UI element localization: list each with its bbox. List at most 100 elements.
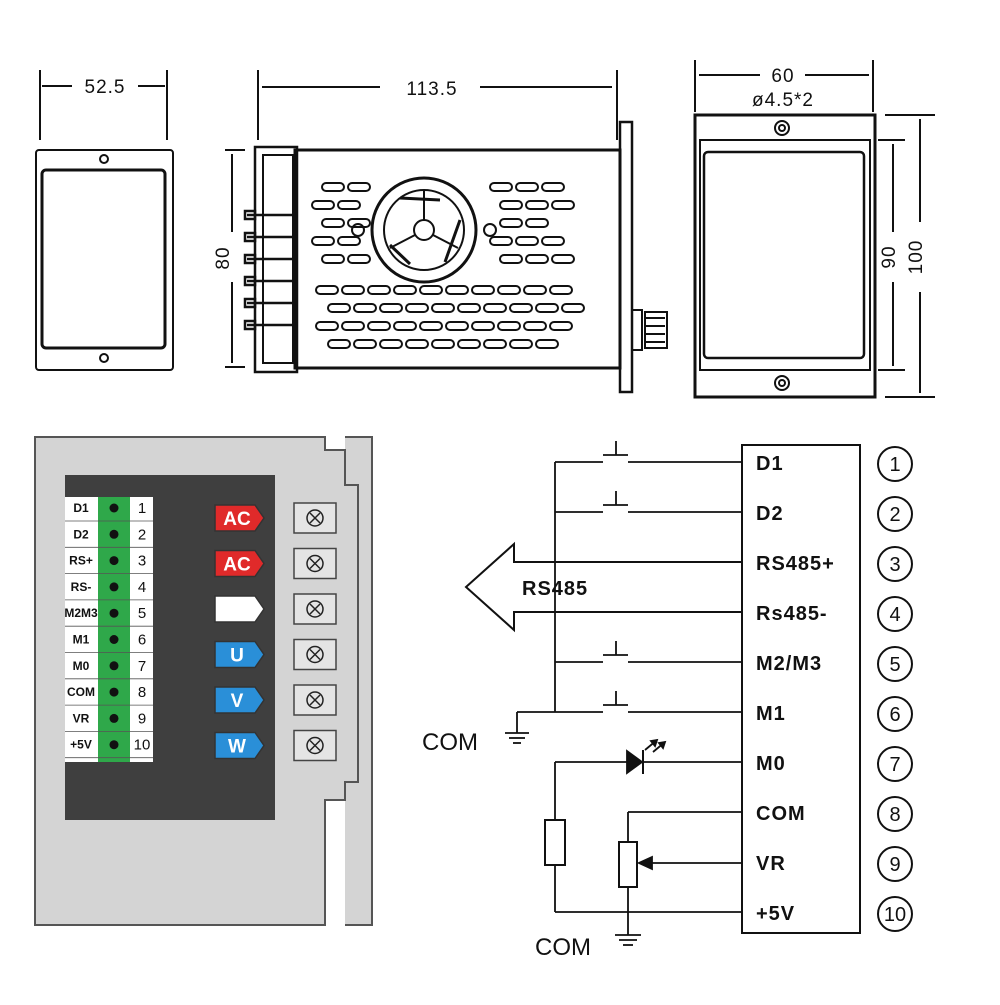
signal-number-circle [877,846,913,882]
vent-slot [525,200,549,210]
signal-label: M1 [756,703,786,725]
terminal-tag-label: U [230,646,244,667]
screw-icon [306,509,324,527]
vent-slot [327,303,351,313]
vent-slot [347,254,371,264]
vent-slot [457,303,481,313]
screw-box [293,502,337,534]
pin-number: 7 [138,658,146,675]
screw-icon [306,554,324,573]
vent-slot [523,321,547,331]
vent-slot [393,321,417,331]
terminal-tag [214,504,265,532]
vent-slot [541,236,565,246]
terminal-pin-row: D1 1 [65,500,153,522]
terminal-tag-label: AC [223,555,251,576]
vent-slot [535,339,559,349]
pin-label: RS- [71,580,92,594]
vent-slot [561,303,585,313]
pin-screw [109,713,119,723]
vent-slot [483,303,507,313]
signal-number-circle [877,896,913,932]
vent-slot [327,339,351,349]
signal-number: 8 [889,804,900,826]
pin-label: D1 [73,501,89,515]
pin-label: D2 [73,527,89,541]
terminal-screw-head [243,231,257,243]
pin-label: +5V [70,738,92,752]
signal-label: M2/M3 [756,653,822,675]
pin-number: 5 [138,605,146,622]
pin-number: 4 [138,579,146,596]
signal-number-circle [877,446,913,482]
pin-screw [109,635,119,644]
pin-number: 2 [138,526,146,543]
vent-slot [315,321,339,331]
signal-number: 4 [889,604,900,626]
power-terminal: U [214,638,337,671]
vent-slot [489,182,513,192]
vent-slot [525,218,549,228]
terminal-tag-label: W [228,737,246,758]
signal-number: 6 [889,704,900,726]
vent-slot [337,236,361,246]
vent-slot [379,339,403,349]
vent-slot [535,303,559,313]
signal-number-circle [877,796,913,832]
pin-screw [109,529,119,539]
pin-label: M0 [73,659,90,673]
pin-screw [109,582,119,592]
front-width-dim: 52.5 [85,77,126,98]
screw-cross [309,512,321,524]
power-terminal: AC [214,547,337,580]
terminal-pin-row: D2 2 [65,526,153,548]
pin-label: COM [67,685,95,699]
signal-label: RS485+ [756,553,835,575]
vent-slot [551,254,575,264]
signal-label: VR [756,853,786,875]
signal-number: 5 [889,654,900,676]
terminal-tag-label: V [231,691,244,712]
pin-number: 1 [138,500,146,517]
vent-slot [321,182,345,192]
vent-slot [523,285,547,295]
vent-slot [549,285,573,295]
vent-slot [405,303,429,313]
screw-icon [306,691,324,709]
terminal-pin-row: RS- 4 [65,579,153,601]
vent-slot [347,182,371,192]
vent-slot [445,285,469,295]
signal-row: Rs485-4 [756,596,913,632]
screw-icon [306,600,324,618]
hole-spec-dim: ø4.5*2 [752,90,814,111]
rear-inner-height-dim: 90 [879,245,900,268]
side-length-dim: 113.5 [406,79,457,100]
pin-screw [109,608,119,618]
pin-screw [109,556,119,566]
vent-slot [471,321,495,331]
terminal-screw-head [243,297,257,309]
signal-row: M1 6 [756,696,913,732]
vent-slot [367,321,391,331]
side-view-terminal-screws [243,209,292,331]
vent-slot [549,321,573,331]
vent-slot [541,182,565,192]
vent-slot [489,236,513,246]
screw-icon [306,736,324,755]
vent-slot [337,200,361,210]
vent-slot [499,200,523,210]
signal-label: D2 [756,503,784,525]
vent-slot [379,303,403,313]
vent-slot [509,339,533,349]
vent-slot [497,321,521,331]
terminal-tag [214,640,265,669]
